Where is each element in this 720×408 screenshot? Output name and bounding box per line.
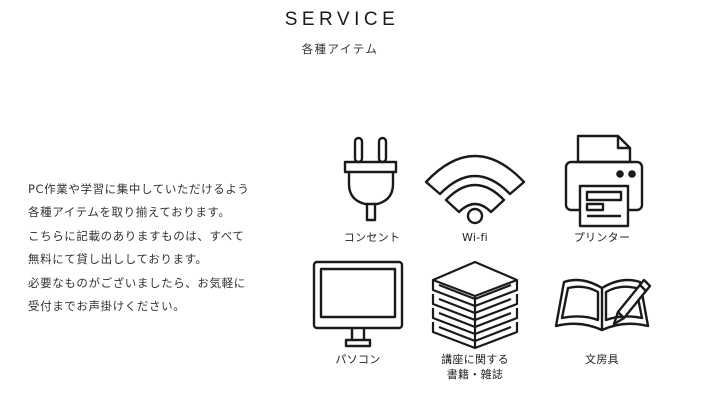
item-wifi: Wi-fi [415, 134, 535, 245]
item-label-line: 書籍・雑誌 [446, 368, 504, 381]
plug-icon [343, 136, 398, 222]
item-stationery: 文房具 [542, 260, 662, 367]
item-label: プリンター [573, 231, 631, 244]
section-subtitle: 各種アイテム [301, 42, 379, 56]
item-label: パソコン [335, 353, 381, 366]
section-title: SERVICE [284, 9, 400, 30]
item-outlet: コンセント [312, 134, 432, 245]
wifi-icon [424, 154, 526, 225]
item-label-line: 講座に関する [441, 353, 509, 366]
description-line: 無料にて貸し出ししております。 [28, 252, 208, 267]
item-printer: プリンター [542, 134, 662, 245]
service-description: PC作業や学習に集中していただけるよう 各種アイテムを取り揃えております。 こち… [28, 178, 278, 318]
books-stack-icon [431, 260, 519, 350]
item-books: 講座に関する 書籍・雑誌 [415, 260, 535, 382]
item-label: 文房具 [585, 353, 619, 366]
section-heading: SERVICE 各種アイテム [0, 8, 680, 57]
item-label: Wi-fi [461, 231, 489, 244]
monitor-icon [312, 260, 404, 348]
description-line: PC作業や学習に集中していただけるよう [28, 182, 250, 196]
printer-icon [564, 134, 644, 228]
description-line: 受付までお声掛けください。 [28, 299, 186, 314]
description-line: こちらに記載のありますものは、すべて [28, 228, 245, 243]
description-line: 必要なものがございましたら、お気軽に [28, 275, 246, 290]
item-label: コンセント [343, 231, 401, 244]
item-label: 講座に関する 書籍・雑誌 [415, 352, 535, 382]
description-line: 各種アイテムを取り揃えております。 [28, 205, 231, 220]
item-pc: パソコン [298, 260, 418, 367]
notebook-pen-icon [554, 278, 652, 332]
